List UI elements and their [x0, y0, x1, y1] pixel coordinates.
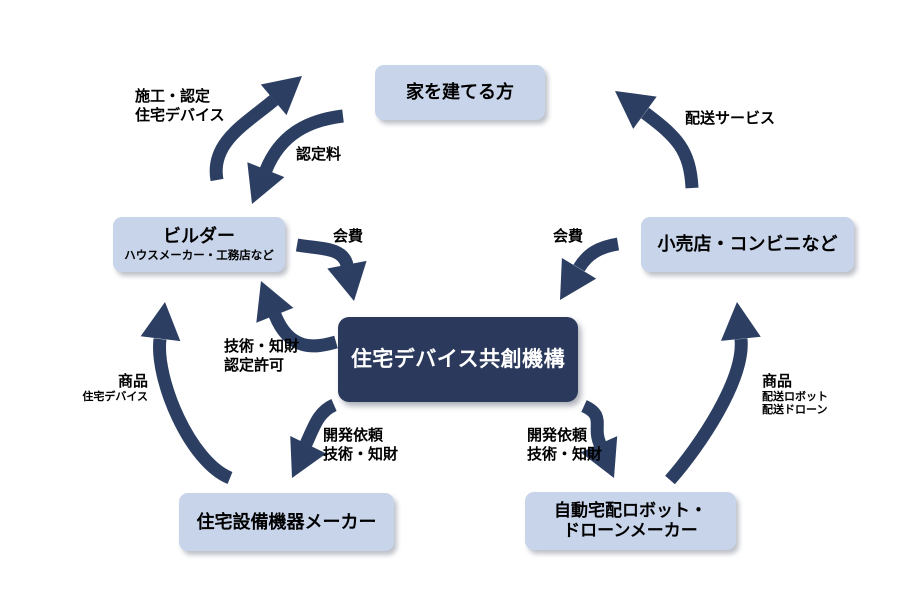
- node-label: 家を建てる方: [406, 82, 514, 102]
- node-equipment-maker: 住宅設備機器メーカー: [179, 493, 394, 551]
- label-certification-fee: 認定料: [296, 145, 341, 164]
- label-delivery-service: 配送サービス: [685, 109, 775, 128]
- arrowhead: [327, 260, 367, 301]
- label-dev-request-left: 開発依頼 技術・知財: [323, 426, 398, 464]
- node-label: 住宅設備機器メーカー: [196, 511, 377, 532]
- node-sublabel: ハウスメーカー・工務店など: [124, 250, 274, 262]
- arrow-robot-to-retail: [665, 338, 748, 485]
- arrowhead: [260, 76, 302, 116]
- label-line: 開発依頼: [323, 427, 384, 444]
- arrowhead: [256, 281, 294, 323]
- node-housing-device-organization: 住宅デバイス共創機構: [338, 317, 578, 402]
- arrowhead: [290, 435, 327, 478]
- arrowhead: [560, 257, 597, 300]
- label-line: 開発依頼: [527, 427, 588, 444]
- arrow-retail-to-center: [573, 237, 620, 272]
- label-construction-certification: 施工・認定 住宅デバイス: [135, 87, 225, 125]
- node-label: 住宅デバイス共創機構: [350, 348, 566, 371]
- arrow-builder-to-center: [295, 238, 354, 268]
- node-robot-drone-maker: 自動宅配ロボット・ ドローンメーカー: [525, 492, 736, 550]
- label-subline: 配送ロボット: [762, 391, 828, 403]
- arrowhead: [140, 302, 181, 342]
- arrowhead: [615, 91, 657, 129]
- label-subline: 配送ドローン: [762, 404, 828, 416]
- arrow-equipment-to-builder: [153, 338, 233, 485]
- label-line: 会費: [553, 228, 584, 245]
- label-line: 施工・認定: [135, 88, 211, 105]
- label-line: 商品: [117, 373, 148, 390]
- label-dev-request-right: 開発依頼 技術・知財: [527, 426, 602, 464]
- label-product-delivery-robot: 商品 配送ロボット 配送ドローン: [762, 372, 828, 417]
- label-membership-fee-left: 会費: [333, 227, 363, 246]
- node-label: ビルダー: [163, 226, 235, 246]
- label-line: 会費: [333, 228, 364, 245]
- label-line: 技術・知財: [527, 446, 603, 463]
- label-line: 商品: [762, 373, 793, 390]
- label-line: 住宅デバイス: [135, 107, 225, 124]
- label-line: 技術・知財: [224, 338, 300, 355]
- label-product-housing-device: 商品 住宅デバイス: [58, 372, 148, 404]
- label-line: 配送サービス: [685, 110, 776, 127]
- node-label-line1: 自動宅配ロボット・: [554, 501, 707, 520]
- label-line: 技術・知財: [323, 446, 399, 463]
- arrowhead: [720, 302, 761, 341]
- label-subline: 住宅デバイス: [82, 391, 148, 403]
- node-label: 小売店・コンビニなど: [657, 234, 838, 254]
- label-line: 認定料: [296, 146, 342, 163]
- label-line: 認定許可: [224, 357, 285, 374]
- label-tech-ip-certification: 技術・知財 認定許可: [224, 337, 299, 375]
- arrowhead: [247, 162, 285, 204]
- node-home-builder-customer: 家を建てる方: [375, 65, 545, 120]
- node-builder: ビルダー ハウスメーカー・工務店など: [113, 217, 285, 272]
- label-membership-fee-right: 会費: [553, 227, 583, 246]
- node-retail-convenience: 小売店・コンビニなど: [641, 217, 854, 272]
- node-label-line2: ドローンメーカー: [563, 521, 698, 540]
